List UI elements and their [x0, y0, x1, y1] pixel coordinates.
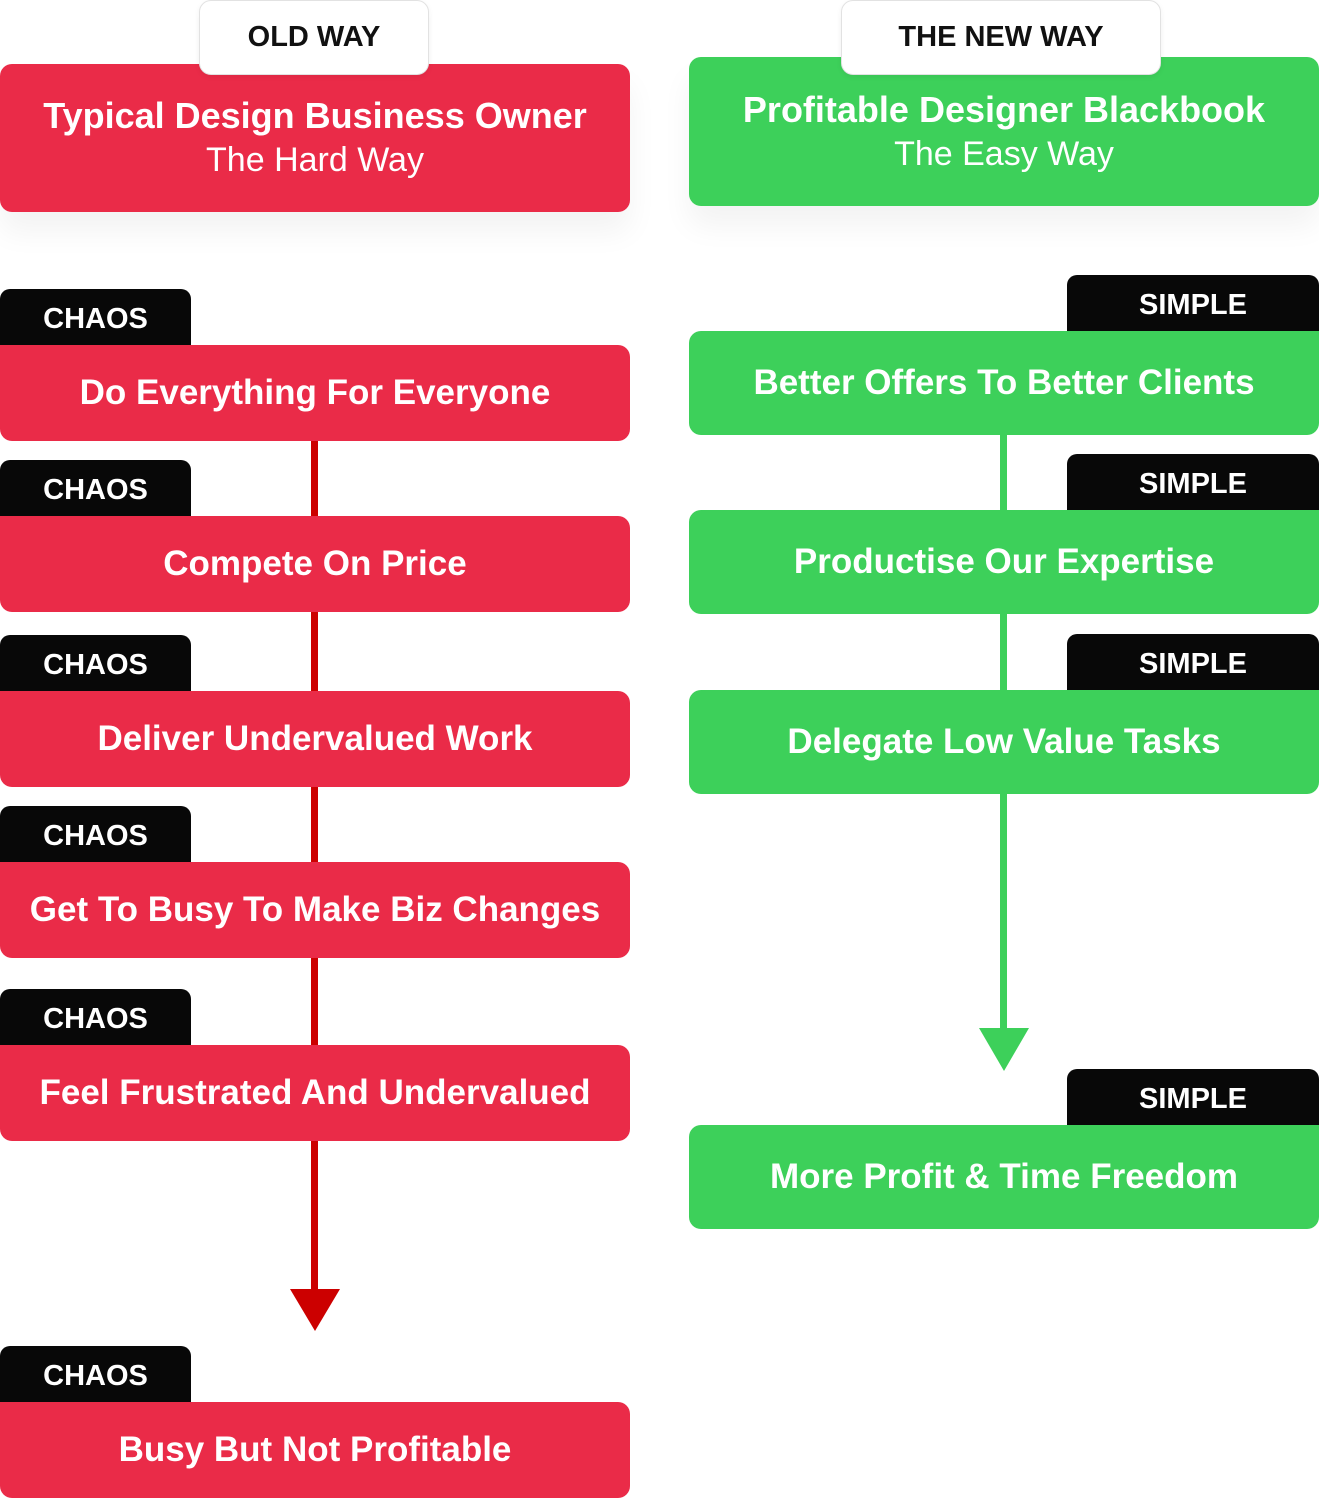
chaos-badge: CHAOS	[0, 1346, 191, 1406]
new-way-tab: THE NEW WAY	[841, 0, 1161, 75]
simple-badge: SIMPLE	[1067, 454, 1319, 514]
old-way-arrowhead	[290, 1289, 340, 1331]
old-way-tab: OLD WAY	[199, 0, 429, 75]
chaos-badge: CHAOS	[0, 989, 191, 1049]
simple-badge: SIMPLE	[1067, 634, 1319, 694]
new-way-header-title: Profitable Designer Blackbook	[742, 88, 1266, 130]
old-way-step-2: Compete On Price	[0, 516, 630, 612]
old-way-column: OLD WAY Typical Design Business Owner Th…	[0, 0, 630, 1500]
new-way-header: Profitable Designer Blackbook The Easy W…	[689, 57, 1319, 206]
old-way-header-subtitle: The Hard Way	[206, 141, 424, 179]
old-way-header-title: Typical Design Business Owner	[43, 95, 587, 136]
new-way-arrowhead	[979, 1028, 1029, 1071]
chaos-badge: CHAOS	[0, 289, 191, 349]
old-way-step-3: Deliver Undervalued Work	[0, 691, 630, 787]
new-way-step-4: More Profit & Time Freedom	[689, 1125, 1319, 1229]
chaos-badge: CHAOS	[0, 806, 191, 866]
new-way-column: THE NEW WAY Profitable Designer Blackboo…	[689, 0, 1319, 1500]
old-way-step-5: Feel Frustrated And Undervalued	[0, 1045, 630, 1141]
old-way-step-6: Busy But Not Profitable	[0, 1402, 630, 1498]
new-way-header-subtitle: The Easy Way	[894, 134, 1114, 173]
new-way-step-1: Better Offers To Better Clients	[689, 331, 1319, 435]
new-way-step-2: Productise Our Expertise	[689, 510, 1319, 614]
simple-badge: SIMPLE	[1067, 1069, 1319, 1129]
old-way-step-1: Do Everything For Everyone	[0, 345, 630, 441]
new-way-step-3: Delegate Low Value Tasks	[689, 690, 1319, 794]
old-way-step-4: Get To Busy To Make Biz Changes	[0, 862, 630, 958]
simple-badge: SIMPLE	[1067, 275, 1319, 335]
old-way-header: Typical Design Business Owner The Hard W…	[0, 64, 630, 212]
chaos-badge: CHAOS	[0, 635, 191, 695]
chaos-badge: CHAOS	[0, 460, 191, 520]
